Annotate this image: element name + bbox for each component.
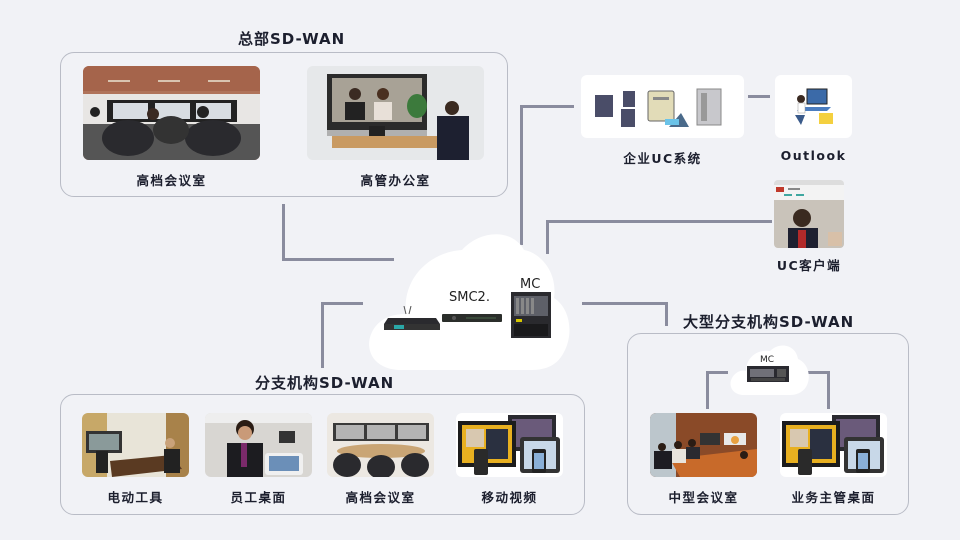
uc-client-screenshot	[774, 180, 844, 248]
connector-uc-outlook	[748, 95, 770, 98]
hq-item-label: 高管办公室	[360, 173, 431, 188]
hq-item-label: 高档会议室	[136, 173, 207, 188]
smc-label: SMC2.	[449, 290, 490, 305]
mc-label: MC	[520, 277, 541, 292]
employee-desktop-photo	[205, 413, 312, 477]
connector-branch-horizontal	[321, 302, 363, 305]
hq-title: 总部SD-WAN	[238, 30, 346, 48]
uc-client-label: UC客户端	[776, 258, 842, 273]
conference-room-photo	[327, 413, 434, 477]
branch-item-label: 员工桌面	[230, 490, 287, 505]
large-branch-title: 大型分支机构SD-WAN	[683, 313, 855, 331]
connector-branch-vertical	[321, 302, 324, 368]
connector-client-horizontal	[546, 220, 772, 223]
mc-chassis-icon	[511, 292, 551, 342]
branch-item-label: 移动视频	[481, 490, 538, 505]
connector-largebranch-horizontal	[582, 302, 668, 305]
connector-client-vertical	[546, 220, 549, 254]
connector-hq-vertical	[282, 204, 285, 260]
connector-mini-right-v	[827, 371, 830, 409]
branch-title: 分支机构SD-WAN	[255, 374, 395, 392]
connector-largebranch-vertical	[665, 302, 668, 326]
outlook-label: Outlook	[780, 148, 847, 163]
enterprise-uc-label: 企业UC系统	[623, 151, 702, 166]
branch-item-label: 电动工具	[107, 490, 164, 505]
desktop-terminal-photo	[82, 413, 189, 477]
boardroom-photo	[83, 66, 260, 160]
outlook-user-icon	[795, 88, 833, 125]
outlook-card	[775, 75, 852, 138]
connector-mini-left-v	[706, 371, 709, 409]
connector-mini-left-h	[706, 371, 728, 374]
connector-uc-vertical	[520, 105, 523, 245]
connector-mini-right-h	[808, 371, 830, 374]
connector-hq-horizontal	[282, 258, 394, 261]
large-branch-item-label: 中型会议室	[668, 490, 739, 505]
mini-mc-label: MC	[760, 355, 775, 365]
server-rack-icon	[595, 88, 722, 127]
mini-mc-device-icon	[747, 366, 789, 388]
executive-office-photo	[307, 66, 484, 160]
mobile-devices-photo	[456, 413, 563, 477]
smc-server-icon	[442, 309, 502, 328]
connector-uc-horizontal	[520, 105, 574, 108]
meeting-room-photo	[650, 413, 757, 477]
sd-wan-gateway-icon	[384, 305, 440, 336]
devices-photo	[780, 413, 887, 477]
enterprise-uc-card	[581, 75, 744, 138]
branch-item-label: 高档会议室	[345, 490, 416, 505]
large-branch-item-label: 业务主管桌面	[791, 490, 876, 505]
